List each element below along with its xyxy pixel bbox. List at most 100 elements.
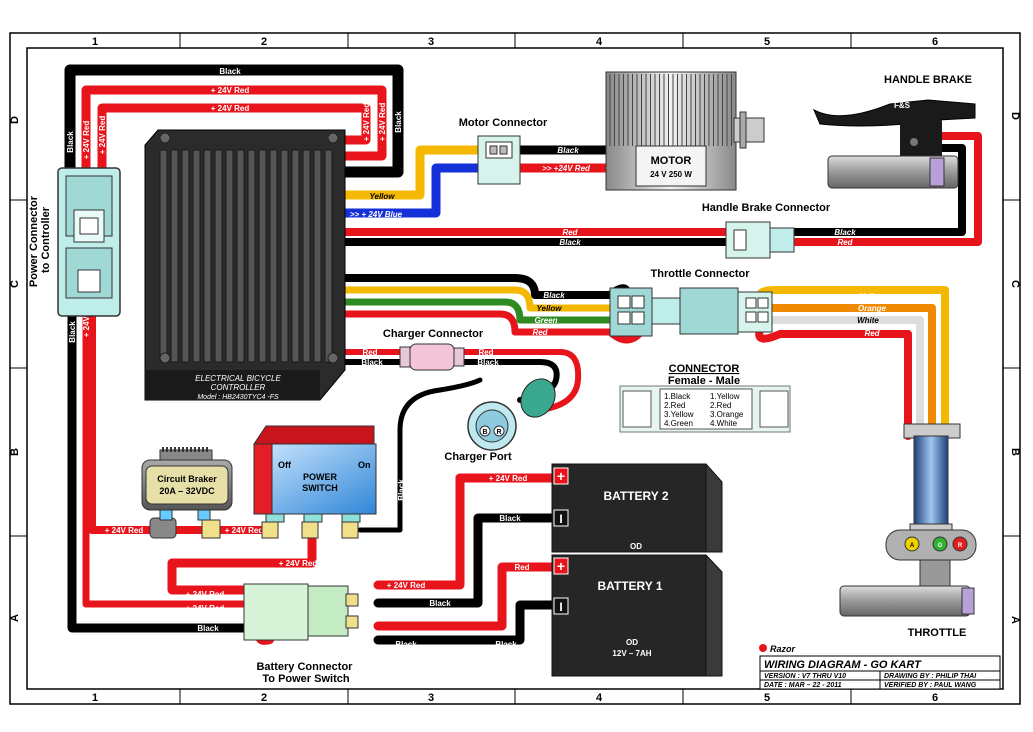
grid-col-1-top: 1: [92, 36, 98, 48]
controller-heatsink-fins: [159, 149, 333, 363]
throttle: A G R THROTTLE: [839, 423, 977, 639]
label-orange-throttle-r: Orange: [858, 304, 887, 313]
circuit-breaker-tooth: [174, 447, 176, 452]
wire-red-top-loop-1: [81, 85, 387, 173]
controller-fin: [214, 149, 223, 363]
connector-legend: CONNECTOR Female - Male 1.Black 2.Red 3.…: [619, 363, 791, 433]
grid-col-3-top: 3: [428, 36, 434, 48]
label-red-bc-2: + 24V Red: [186, 604, 225, 613]
label-red-cb-left: + 24V Red: [105, 526, 144, 535]
grid-col-6-top: 6: [932, 36, 938, 48]
label-black-left-low: Black: [68, 321, 77, 343]
title-block: Razor WIRING DIAGRAM - GO KART VERSION :…: [759, 644, 1001, 690]
label-yellow-throttle: Yellow: [536, 304, 562, 313]
controller-fin: [269, 149, 278, 363]
battery1-bottom-line1: OD: [626, 638, 638, 647]
label-red-bc-b2: + 24V Red: [387, 581, 426, 590]
battery-2: + I BATTERY 2 OD: [551, 463, 723, 553]
power-switch-label-line1: POWER: [303, 472, 338, 482]
label-red-throttle: Red: [532, 328, 548, 337]
label-red-brake-r: Red: [837, 238, 853, 247]
power-switch: Off On POWER SWITCH: [253, 425, 377, 539]
circuit-breaker-tooth: [194, 447, 196, 452]
motor-connector-label: Motor Connector: [459, 117, 548, 129]
throttle-connector-label: Throttle Connector: [651, 268, 751, 280]
verified-by: VERIFIED BY : PAUL WANG: [884, 682, 977, 689]
grid-col-5-bottom: 5: [764, 692, 770, 704]
power-connector-label-line1: Power Connector: [28, 195, 40, 287]
label-red-left-v2: + 24V Red: [98, 116, 107, 155]
grid-col-4-top: 4: [596, 36, 603, 48]
grid-col-2-top: 2: [261, 36, 267, 48]
motor-connector: Motor Connector: [459, 117, 548, 185]
label-black-motor: Black: [557, 146, 579, 155]
label-blue-motor: >> + 24V Blue: [350, 210, 403, 219]
wire-red-charger: [342, 349, 582, 413]
wire-red-brake-r: [788, 132, 982, 246]
battery2-label: BATTERY 2: [603, 489, 668, 503]
label-red-brake: Red: [562, 228, 578, 237]
connector-legend-subtitle: Female - Male: [668, 375, 740, 387]
wire-red-top-loop-2: [97, 103, 371, 173]
controller-label-line2: CONTROLLER: [211, 383, 266, 392]
label-yellow-motor: Yellow: [369, 192, 395, 201]
wire-red-left-2: [82, 296, 249, 608]
handle-brake-connector-label: Handle Brake Connector: [702, 202, 831, 214]
label-black-top: Black: [219, 67, 241, 76]
label-red-b1: Red: [514, 563, 529, 572]
wire-red-battery2: [373, 473, 465, 590]
label-red-top-1: + 24V Red: [211, 86, 250, 95]
label-red-charger: Red: [362, 348, 377, 357]
controller-fin: [181, 149, 190, 363]
wire-red-throttle-r: [755, 326, 912, 440]
circuit-breaker-tooth: [182, 447, 184, 452]
controller-fin: [302, 149, 311, 363]
battery-connector-label-line2: To Power Switch: [262, 673, 349, 685]
throttle-label: THROTTLE: [908, 627, 967, 639]
wire-red-battery1: [373, 562, 557, 631]
battery1-plus-icon: +: [557, 558, 565, 574]
circuit-breaker-tooth: [170, 447, 172, 452]
grid-row-b-left: B: [9, 448, 21, 456]
label-yellow-throttle-r: Yellow: [859, 292, 885, 301]
battery-connector-label-line1: Battery Connector: [256, 661, 353, 673]
wire-labels: Black + 24V Red + 24V Red Black + 24V Re…: [66, 67, 887, 649]
controller-fin: [225, 149, 234, 363]
controller-fin: [280, 149, 289, 363]
charger-port-pin-r: R: [496, 429, 501, 436]
motor-name: MOTOR: [651, 155, 692, 167]
grid-col-4-bottom: 4: [596, 692, 603, 704]
grid-row-d-right: D: [1009, 112, 1021, 120]
label-white-throttle-r: White: [857, 316, 879, 325]
grid-row-d-left: D: [9, 116, 21, 124]
throttle-connector: Throttle Connector: [609, 268, 773, 337]
wire-yellow-throttle: [341, 286, 624, 312]
label-red-left-v1: + 24V Red: [82, 121, 91, 160]
legend-male-3: 3.Orange: [710, 410, 744, 419]
connector-legend-title: CONNECTOR: [669, 363, 740, 375]
wire-orange-throttle-r: [768, 304, 936, 440]
grid-row-a-right: A: [1009, 616, 1021, 624]
charger-port: B R Charger Port: [444, 378, 556, 463]
wire-black-battery2: [373, 513, 557, 608]
legend-female-2: 2.Red: [664, 401, 685, 410]
legend-female-3: 3.Yellow: [664, 410, 694, 419]
circuit-breaker-tooth: [206, 447, 208, 452]
battery-connector: Battery Connector To Power Switch: [243, 583, 359, 685]
controller: ELECTRICAL BICYCLE CONTROLLER Model : HB…: [144, 129, 346, 401]
circuit-breaker-tooth: [162, 447, 164, 452]
battery2-bottom: OD: [630, 542, 642, 551]
battery1-minus-icon: I: [559, 600, 562, 614]
power-switch-off: Off: [278, 460, 292, 470]
power-connector: Power Connector to Controller: [28, 167, 121, 317]
label-black-charger: Black: [361, 358, 383, 367]
label-black-bc-b2: Black: [429, 599, 451, 608]
wire-green-throttle: [341, 298, 624, 324]
battery1-label: BATTERY 1: [597, 579, 662, 593]
label-red-switch-down: + 24V Red: [279, 559, 318, 568]
motor-spec: 24 V 250 W: [650, 170, 692, 179]
drawing-frame: 1 2 3 4 5 6 1 2 3 4 5 6 D C B A D C B A: [9, 32, 1021, 705]
charger-connector: Charger Connector: [383, 328, 484, 371]
circuit-breaker-tooth: [190, 447, 192, 452]
